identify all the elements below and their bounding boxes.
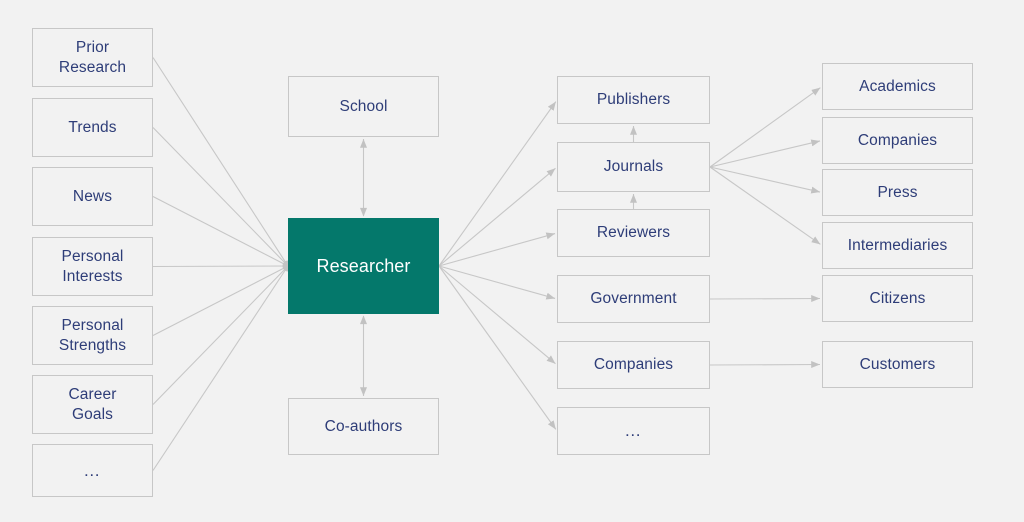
edge-inputs-more-to-researcher	[152, 265, 289, 471]
node-label: Career Goals	[68, 386, 117, 423]
edge-government-to-citizens	[709, 295, 821, 303]
edge-personal-strengths-to-researcher	[152, 265, 289, 336]
node-prior-research[interactable]: Prior Research	[32, 28, 153, 87]
edge-researcher-to-reviewers	[438, 232, 556, 267]
node-label: Academics	[859, 77, 936, 95]
edge-prior-research-to-researcher	[152, 57, 289, 267]
node-label: …	[83, 460, 102, 480]
edge-researcher-to-publishers	[438, 101, 557, 267]
node-label: Press	[877, 183, 918, 201]
edge-researcher-to-companies	[438, 265, 556, 365]
edge-researcher-to-channels-more	[438, 265, 557, 430]
node-label: School	[339, 97, 388, 115]
node-press[interactable]: Press	[822, 169, 973, 216]
node-co-authors[interactable]: Co-authors	[288, 398, 439, 455]
node-label: Intermediaries	[847, 236, 948, 254]
edge-career-goals-to-researcher	[152, 265, 289, 405]
node-label: Government	[590, 290, 677, 308]
node-label: Trends	[68, 118, 117, 136]
node-label: Prior Research	[58, 39, 127, 76]
edge-journals-to-press	[709, 166, 821, 194]
node-label: …	[624, 421, 643, 441]
node-researcher[interactable]: Researcher	[288, 218, 439, 314]
node-label: Researcher	[316, 255, 411, 276]
node-label: Companies	[593, 356, 674, 374]
node-label: Publishers	[596, 91, 671, 109]
node-reviewers[interactable]: Reviewers	[557, 209, 710, 257]
edge-trends-to-researcher	[152, 127, 289, 267]
edge-companies-to-customers	[709, 361, 821, 369]
node-career-goals[interactable]: Career Goals	[32, 375, 153, 434]
edge-researcher-to-journals	[438, 167, 556, 267]
edge-journals-to-companies-audience	[709, 139, 821, 168]
edge-personal-interests-to-researcher	[152, 265, 289, 268]
edge-journals-to-academics	[709, 87, 821, 168]
node-label: Customers	[859, 355, 936, 373]
node-news[interactable]: News	[32, 167, 153, 226]
node-label: Personal Interests	[61, 248, 124, 285]
edge-researcher-to-government	[438, 265, 556, 300]
node-companies[interactable]: Companies	[557, 341, 710, 389]
node-label: Reviewers	[596, 224, 671, 242]
node-academics[interactable]: Academics	[822, 63, 973, 110]
node-publishers[interactable]: Publishers	[557, 76, 710, 124]
node-journals[interactable]: Journals	[557, 142, 710, 192]
edge-journals-to-intermediaries	[709, 166, 821, 245]
node-personal-interests[interactable]: Personal Interests	[32, 237, 153, 296]
node-label: Citizens	[869, 289, 926, 307]
node-personal-strengths[interactable]: Personal Strengths	[32, 306, 153, 365]
node-citizens[interactable]: Citizens	[822, 275, 973, 322]
node-inputs-more[interactable]: …	[32, 444, 153, 497]
node-intermediaries[interactable]: Intermediaries	[822, 222, 973, 269]
node-label: Companies	[857, 131, 938, 149]
node-customers[interactable]: Customers	[822, 341, 973, 388]
edge-news-to-researcher	[152, 196, 289, 267]
node-companies-audience[interactable]: Companies	[822, 117, 973, 164]
node-school[interactable]: School	[288, 76, 439, 137]
node-label: Co-authors	[324, 417, 403, 435]
node-label: Personal Strengths	[58, 317, 127, 354]
node-label: Journals	[603, 158, 664, 176]
node-channels-more[interactable]: …	[557, 407, 710, 455]
node-trends[interactable]: Trends	[32, 98, 153, 157]
node-government[interactable]: Government	[557, 275, 710, 323]
node-label: News	[72, 187, 113, 205]
